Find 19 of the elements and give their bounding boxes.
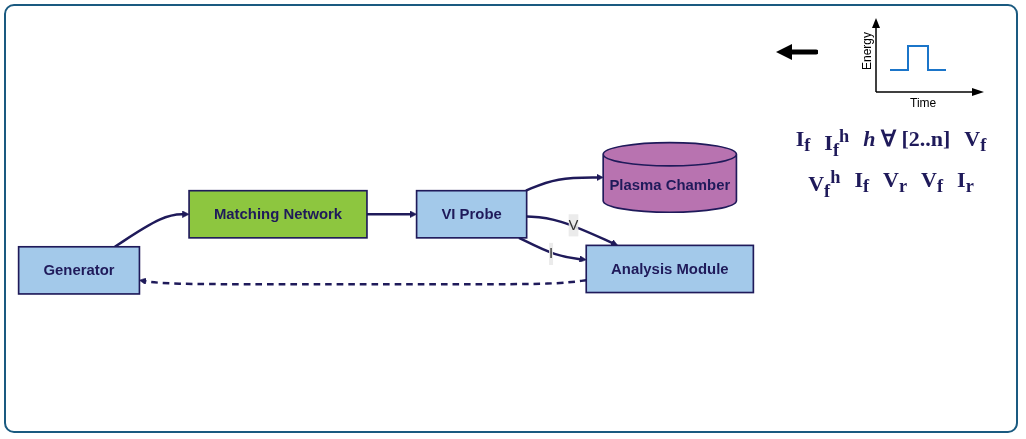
signal-label: I$_{f}$ bbox=[854, 166, 870, 199]
node-box bbox=[188, 190, 368, 239]
axis-label: Energy bbox=[860, 32, 874, 70]
signal-label: V$_{r}$ bbox=[883, 166, 908, 199]
arrow bbox=[366, 210, 417, 219]
signal-label: I$_{r}$ bbox=[957, 166, 974, 199]
signal-label: V$_{f}$ bbox=[921, 166, 944, 199]
node-box bbox=[17, 246, 141, 295]
arrow bbox=[139, 277, 587, 286]
signal-label: h ∀ [2..n] bbox=[863, 126, 951, 153]
node-box bbox=[585, 244, 755, 294]
node-box bbox=[415, 190, 528, 239]
arrow bbox=[526, 215, 619, 247]
signal-label: V$_{f}$ bbox=[964, 126, 987, 158]
arrow bbox=[114, 210, 190, 249]
block-diagram: V I Generator Matching Network VI Probe Plasma Chamber Analysis Module bbox=[12, 136, 760, 301]
arrow bbox=[525, 174, 604, 193]
signal-label: I$_{f}$ bbox=[795, 126, 811, 158]
axis-label: Time bbox=[910, 96, 937, 110]
